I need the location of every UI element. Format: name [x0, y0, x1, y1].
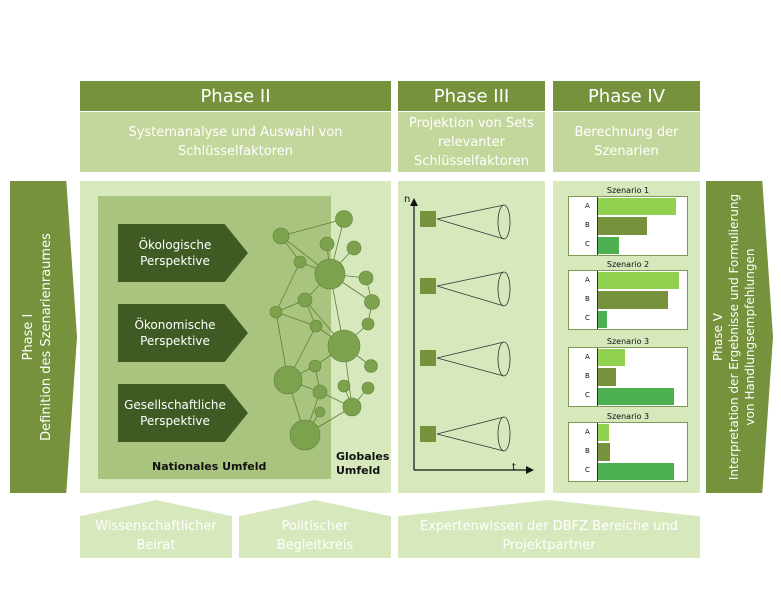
scenario-axis — [597, 271, 598, 329]
phase1-title: Phase I — [21, 313, 36, 361]
phase4-description: Berechnung der Szenarien — [553, 112, 700, 172]
phase4-title: Phase IV — [587, 85, 666, 107]
axis-x-label: t — [512, 462, 516, 473]
perspective-ecological-label: Ökologische Perspektive — [138, 238, 212, 268]
phase5-description-line1: Interpretation der Ergebnisse und Formul… — [727, 193, 741, 481]
input-expert-knowledge: Expertenwissen der DBFZ Bereiche und Pro… — [398, 500, 700, 558]
scenario-bar — [597, 424, 610, 442]
scenario-bar — [597, 272, 679, 290]
phase5-arrow — [706, 181, 773, 493]
scenario-bar-label: C — [585, 314, 590, 323]
axis-y-label: n — [404, 194, 411, 205]
perspective-social: Gesellschaftliche Perspektive — [118, 384, 248, 442]
phase2-description: Systemanalyse und Auswahl von Schlüsself… — [80, 112, 391, 172]
input-political-circle: Politischer Begleitkreis — [239, 500, 391, 558]
scenario-chart: A B C — [568, 196, 688, 256]
phase1-description: Definition des Szenarienraumes — [39, 233, 54, 441]
scenario-bar-label: A — [585, 201, 590, 210]
scenario-title: Szenario 2 — [606, 260, 650, 269]
phase5-title: Phase V — [711, 313, 725, 361]
scenario-bar-label: B — [585, 372, 590, 380]
perspective-economic: Ökonomische Perspektive — [118, 304, 248, 362]
scenario-bar-label: A — [585, 352, 590, 361]
scenario-bar-label: C — [585, 240, 590, 249]
input-expert-knowledge-label: Expertenwissen der DBFZ Bereiche und Pro… — [419, 519, 678, 553]
scenario-bar-label: C — [585, 466, 590, 475]
scenario-chart: A B C — [568, 422, 688, 482]
scenario-title: Szenario 3 — [606, 412, 650, 421]
scenario-title: Szenario 3 — [606, 337, 650, 346]
national-environment-label: Nationales Umfeld — [152, 460, 267, 473]
phase3-panel — [398, 181, 545, 493]
scenario-title: Szenario 1 — [606, 186, 650, 195]
perspective-economic-label: Ökonomische Perspektive — [134, 318, 216, 348]
phase2-header: Phase II — [80, 81, 391, 111]
phase3-header: Phase III — [398, 81, 545, 111]
scenario-axis — [597, 348, 598, 406]
scenario-bar — [597, 368, 616, 386]
phase2-description-text: Systemanalyse und Auswahl von Schlüsself… — [128, 125, 343, 159]
phase1-label: Phase I Definition des Szenarienraumes — [20, 233, 56, 441]
phase4-description-text: Berechnung der Szenarien — [574, 125, 679, 159]
scenario-axis — [597, 423, 598, 481]
phase5-description-line2: von Handlungsempfehlungen — [743, 248, 757, 426]
scenario-bar — [597, 443, 610, 461]
scenario-bar-label: C — [585, 391, 590, 400]
phase3-description: Projektion von Sets relevanter Schlüssel… — [398, 112, 545, 172]
perspective-social-label: Gesellschaftliche Perspektive — [124, 398, 226, 428]
scenario-chart: A B C — [568, 270, 688, 330]
scenario-bar — [597, 198, 677, 216]
scenario-bar-label: A — [585, 275, 590, 284]
phase3-description-text: Projektion von Sets relevanter Schlüssel… — [409, 115, 534, 169]
scenario-bar-label: A — [585, 427, 590, 436]
scenario-chart: A B C — [568, 347, 688, 407]
scenario-bar — [597, 217, 647, 235]
scenario-bar — [597, 291, 668, 309]
phase1-arrow — [10, 181, 77, 493]
phase4-header: Phase IV — [553, 81, 700, 111]
scenario-bar — [597, 310, 608, 328]
scenario-bar-label: B — [585, 221, 590, 229]
scenario-bar — [597, 349, 625, 367]
perspective-ecological: Ökologische Perspektive — [118, 224, 248, 282]
scenario-axis — [597, 197, 598, 255]
input-political-circle-label: Politischer Begleitkreis — [276, 519, 354, 553]
phase5-label: Phase V Interpretation der Ergebnisse un… — [710, 194, 758, 480]
input-scientific-board: Wissenschaftlicher Beirat — [80, 500, 232, 558]
phase2-title: Phase II — [200, 85, 271, 107]
global-environment-label: Globales Umfeld — [336, 450, 390, 477]
scenario-bar — [597, 236, 620, 254]
scenario-bar-label: B — [585, 295, 590, 303]
input-scientific-board-label: Wissenschaftlicher Beirat — [95, 519, 217, 553]
phase3-title: Phase III — [433, 85, 510, 107]
scenario-bar-label: B — [585, 447, 590, 455]
scenario-bar — [597, 387, 675, 405]
scenario-bar — [597, 462, 675, 480]
